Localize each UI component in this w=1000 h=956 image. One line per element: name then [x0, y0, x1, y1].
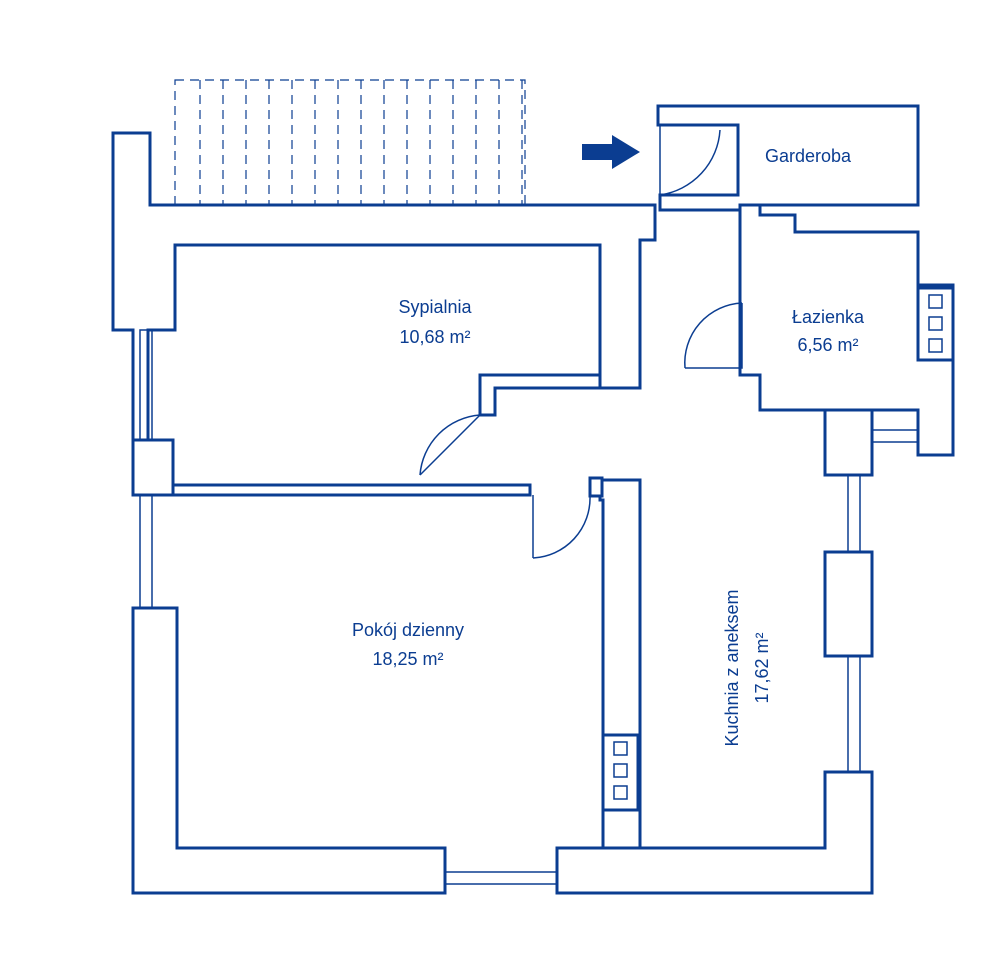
garderoba-name: Garderoba [765, 146, 852, 166]
room-labels: Garderoba Sypialnia 10,68 m² Łazienka 6,… [352, 146, 865, 747]
pokoj-area: 18,25 m² [372, 649, 443, 669]
lazienka-area: 6,56 m² [797, 335, 858, 355]
windows [139, 329, 919, 885]
sypialnia-area: 10,68 m² [399, 327, 470, 347]
entrance-arrow-icon [582, 135, 640, 169]
kuchnia-area: 17,62 m² [752, 632, 772, 703]
doors [419, 125, 743, 559]
pokoj-name: Pokój dzienny [352, 620, 464, 640]
walls [111, 104, 955, 895]
lazienka-name: Łazienka [792, 307, 865, 327]
balcony-deck [174, 79, 526, 206]
kuchnia-name: Kuchnia z aneksem [722, 589, 742, 746]
vent-shafts [601, 286, 955, 812]
sypialnia-name: Sypialnia [398, 297, 472, 317]
